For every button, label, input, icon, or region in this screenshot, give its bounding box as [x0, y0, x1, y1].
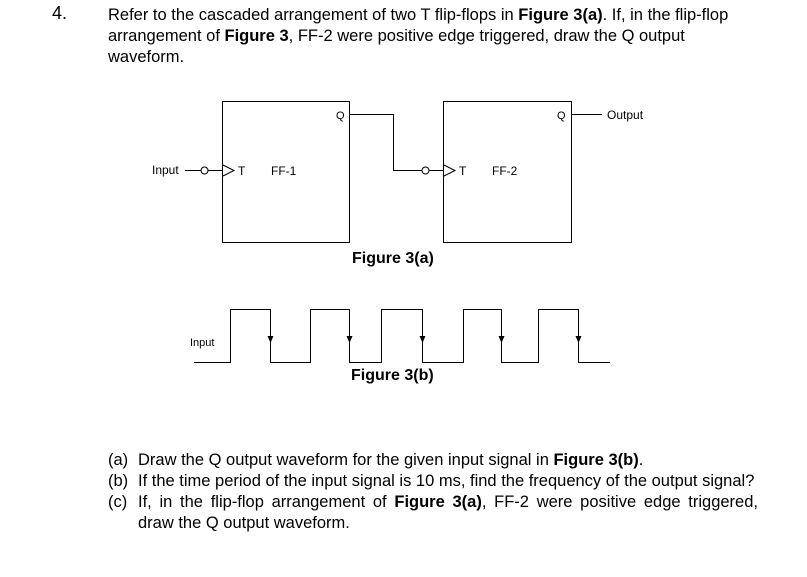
ff2-clock-bubble	[421, 166, 430, 175]
ff2-clock-triangle	[443, 164, 457, 177]
subquestion-a: (a)Draw the Q output waveform for the gi…	[108, 451, 644, 469]
input-waveform	[194, 309, 610, 363]
figure-3b-caption: Figure 3(b)	[351, 367, 434, 384]
fig-a-output-label: Output	[607, 108, 644, 122]
ff2-q-label: Q	[557, 110, 566, 122]
fig-a-input-label: Input	[152, 163, 179, 177]
ff2-t-label: T	[459, 164, 467, 178]
ff1-clock-triangle	[222, 164, 236, 177]
question-ref-figure-3a: Figure 3(a)	[518, 6, 603, 24]
subquestion-tag: (b)	[108, 472, 129, 490]
ff1-clock-bubble	[200, 166, 209, 175]
question-text-part-2: . If, in the flip-flop arrangement of	[108, 6, 729, 45]
falling-edge-arrows	[267, 336, 582, 343]
subquestion-c: (c)If, in the flip-flop arrangement of F…	[108, 493, 758, 532]
question-text-part-3: , FF-2 were positive edge triggered, dra…	[108, 27, 685, 66]
falling-edge-arrow	[267, 336, 274, 343]
subquestion-list: (a)Draw the Q output waveform for the gi…	[108, 450, 758, 534]
ff1-name-label: FF-1	[271, 164, 297, 178]
question-text: Refer to the cascaded arrangement of two…	[108, 5, 758, 68]
ff2-box	[443, 101, 572, 243]
falling-edge-arrow	[575, 336, 582, 343]
question-text-part-1: Refer to the cascaded arrangement of two…	[108, 6, 519, 24]
subquestion-b: (b)If the time period of the input signa…	[108, 472, 755, 490]
ff1-q-label: Q	[336, 110, 345, 122]
figure-3a-caption: Figure 3(a)	[352, 250, 434, 267]
ff1-t-label: T	[238, 164, 246, 178]
question-ref-figure-3: Figure 3	[224, 27, 289, 45]
figure-3a-circuit	[185, 101, 602, 243]
falling-edge-arrow	[346, 336, 353, 343]
falling-edge-arrow	[498, 336, 505, 343]
subquestion-tag: (a)	[108, 451, 129, 469]
question-number: 4.	[52, 3, 68, 23]
ff1-box	[222, 101, 350, 243]
falling-edge-arrow	[419, 336, 426, 343]
subquestion-tag: (c)	[108, 493, 128, 511]
fig-b-input-label: Input	[190, 337, 214, 349]
ff2-name-label: FF-2	[492, 164, 518, 178]
q1-to-t2-wire	[349, 114, 422, 171]
